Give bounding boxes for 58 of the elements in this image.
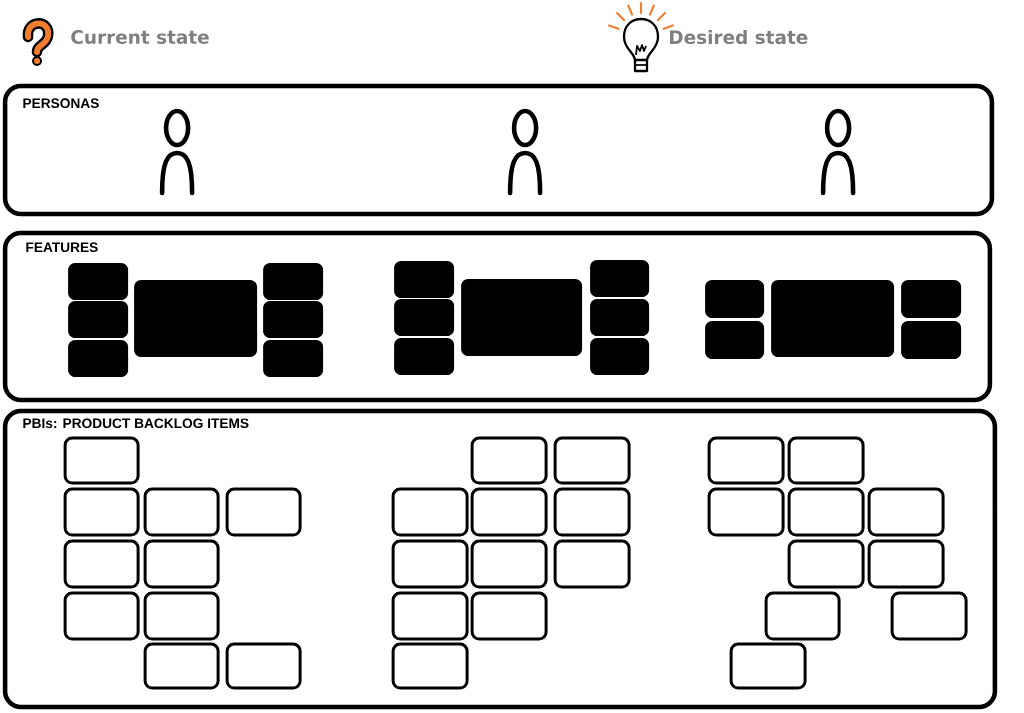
sticky-note	[461, 279, 583, 356]
blank-card	[470, 591, 548, 641]
person-icon	[820, 108, 856, 196]
sticky-note	[771, 280, 895, 357]
blank-card	[391, 539, 469, 589]
blank-card	[553, 487, 631, 537]
blank-card	[787, 539, 865, 589]
blank-card	[553, 539, 631, 589]
sticky-note	[901, 280, 962, 318]
sticky-note	[394, 299, 455, 336]
blank-card	[890, 591, 968, 641]
sticky-note	[590, 260, 650, 297]
blank-card	[225, 487, 302, 537]
blank-card	[867, 539, 945, 589]
person-icon	[159, 108, 195, 196]
blank-card	[391, 642, 469, 690]
blank-card	[391, 591, 469, 641]
sticky-note	[901, 321, 962, 359]
sticky-note	[263, 263, 324, 300]
sticky-note	[263, 340, 324, 377]
sticky-note	[68, 263, 129, 300]
blank-card	[143, 642, 220, 690]
blank-card	[470, 436, 548, 485]
lane-box: PERSONAS	[2, 83, 995, 217]
blank-card	[391, 487, 469, 537]
sticky-note	[705, 321, 765, 359]
blank-card	[707, 487, 785, 537]
blank-card	[143, 487, 220, 537]
blank-card	[470, 539, 548, 589]
sticky-note	[590, 338, 650, 375]
heading: Current state	[71, 30, 209, 44]
blank-card	[63, 539, 140, 589]
blank-card	[764, 591, 841, 641]
blank-card	[787, 487, 865, 537]
sticky-note	[705, 280, 765, 318]
blank-card	[707, 436, 785, 485]
sticky-note	[68, 301, 129, 338]
blank-card	[63, 436, 140, 485]
person-icon	[507, 108, 543, 196]
sticky-note	[68, 340, 129, 377]
lane-box: PBIs: PRODUCT BACKLOG ITEMS	[2, 408, 998, 710]
lane-box: FEATURES	[2, 230, 993, 403]
blank-card	[225, 642, 302, 690]
sticky-note	[394, 261, 455, 298]
blank-card	[470, 487, 548, 537]
blank-card	[729, 642, 807, 690]
blank-card	[867, 487, 945, 537]
sticky-note	[394, 338, 455, 375]
blank-card	[143, 539, 220, 589]
blank-card	[63, 487, 140, 537]
blank-card	[143, 591, 220, 641]
sticky-note	[263, 301, 324, 338]
blank-card	[63, 591, 140, 641]
sticky-note	[134, 280, 258, 357]
sticky-note	[590, 299, 650, 336]
blank-card	[787, 436, 865, 485]
heading: Desired state	[670, 29, 808, 45]
blank-card	[553, 436, 631, 485]
